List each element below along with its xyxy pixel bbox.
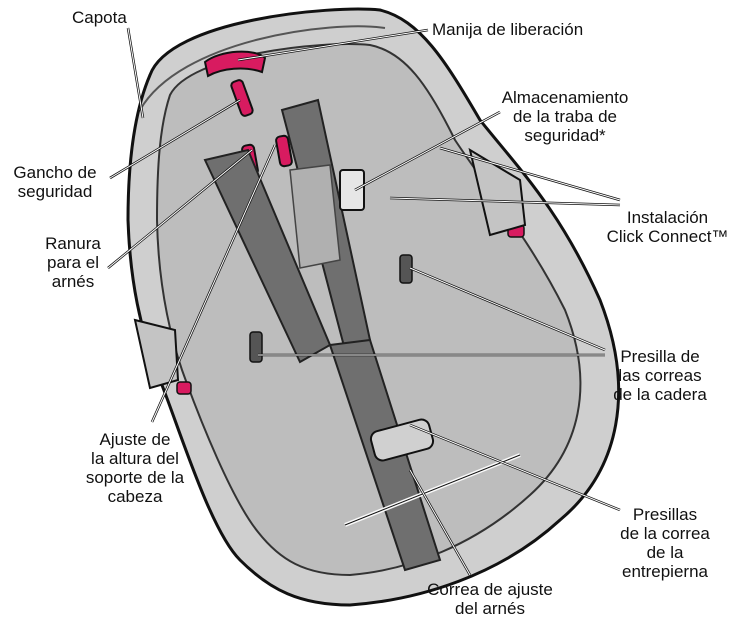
label-ranura-para-el-arnes: Ranura para el arnés [45,234,101,291]
label-correa-de-ajuste: Correa de ajuste del arnés [427,580,553,618]
label-presilla-correas-cadera: Presilla de las correas de la cadera [613,347,707,404]
harness-slot-tab-right [275,134,293,168]
bottom-rail-outline [344,454,521,526]
seat-inner-shell [155,43,582,577]
label-almacenamiento-traba: Almacenamiento de la traba de seguridad* [501,88,629,145]
canopy-edge [139,25,386,111]
seat-wing-right [468,147,527,237]
label-instalacion-click-connect: Instalación Click Connect™ [606,208,729,246]
label-presillas-correa-entrepierna: Presillas de la correa de la entrepierna [620,505,710,581]
seat-wing-left [133,318,180,390]
hip-clip-left [249,331,263,363]
headrest-adjuster [289,164,341,269]
leader-lines-white [107,27,621,576]
handle-pivot-left [176,381,192,395]
label-ajuste-altura-soporte: Ajuste de la altura del soporte de la ca… [85,430,185,506]
safety-hook [230,79,254,117]
label-manija-de-liberacion: Manija de liberación [432,20,584,39]
label-gancho-de-seguridad: Gancho de seguridad [13,163,97,201]
click-connect-clip [339,169,365,211]
label-capota: Capota [72,8,127,27]
